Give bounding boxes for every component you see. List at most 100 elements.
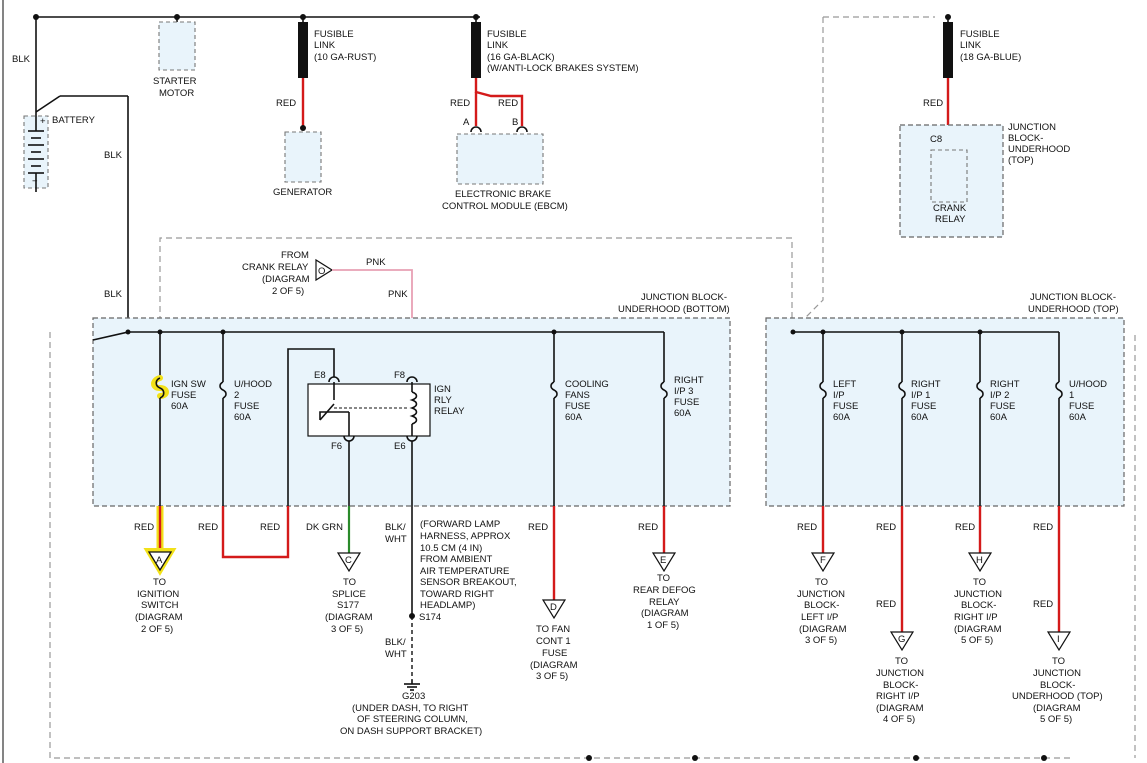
jb-bottom-label-1: JUNCTION BLOCK- bbox=[641, 292, 727, 303]
defog-2: REAR DEFOG bbox=[633, 585, 696, 596]
defog-1: TO bbox=[657, 573, 670, 584]
ign-switch-2: IGNITION bbox=[137, 589, 179, 600]
jb-right1-6: 4 OF 5) bbox=[883, 714, 915, 725]
jb-top2-3: BLOCK- bbox=[1040, 680, 1075, 691]
fuse-rip1-label-2: I/P 1 bbox=[911, 390, 930, 401]
splice-5: 3 OF 5) bbox=[331, 624, 363, 635]
jb-right1-1: TO bbox=[895, 656, 908, 667]
ground-icon bbox=[404, 680, 420, 691]
defog-5: 1 OF 5) bbox=[647, 620, 679, 631]
fuse-uhood2-label-4: 60A bbox=[234, 412, 252, 423]
fuse-ign-sw-label-3: 60A bbox=[171, 401, 189, 412]
fusible-link-2 bbox=[471, 22, 481, 78]
wire-g2-label: RED bbox=[876, 599, 896, 610]
fl1-wire-label: RED bbox=[276, 98, 296, 109]
jb-right1-2: JUNCTION bbox=[876, 668, 924, 679]
fuse-rip2-label-3: FUSE bbox=[990, 401, 1015, 412]
crank-relay bbox=[930, 149, 968, 203]
fuse-uhood1-label-1: U/HOOD bbox=[1069, 379, 1107, 390]
wire-f-label: RED bbox=[797, 522, 817, 533]
from-crank-2: CRANK RELAY bbox=[242, 262, 309, 273]
harness-4: FROM AMBIENT bbox=[420, 554, 493, 565]
ign-switch-1: TO bbox=[153, 577, 166, 588]
wire-h-label: RED bbox=[955, 522, 975, 533]
ign-switch-3: SWITCH bbox=[141, 600, 179, 611]
pnk-label-1: PNK bbox=[366, 257, 386, 268]
jb-right2-1: TO bbox=[973, 577, 986, 588]
wire-e-label: RED bbox=[638, 522, 658, 533]
ebcm-label-1: ELECTRONIC BRAKE bbox=[455, 189, 551, 200]
harness-6: SENSOR BREAKOUT, bbox=[420, 577, 517, 588]
blkwht2-a: BLK/ bbox=[385, 637, 406, 648]
fuse-cooling-label-2: FANS bbox=[565, 390, 590, 401]
jb-right2-5: (DIAGRAM bbox=[954, 624, 1002, 635]
harness-3: 10.5 CM (4 IN) bbox=[420, 543, 482, 554]
starter-motor bbox=[158, 21, 196, 71]
fuse-rip3-label-2: I/P 3 bbox=[674, 386, 693, 397]
fl2-label-3: (16 GA-BLACK) bbox=[487, 52, 555, 63]
jb-left-3: BLOCK- bbox=[804, 600, 839, 611]
connector-a-label: A bbox=[156, 555, 163, 566]
fan-5: 3 OF 5) bbox=[536, 671, 568, 682]
blk-wire-label-2: BLK bbox=[104, 289, 123, 300]
fuse-ign-sw-label-2: FUSE bbox=[171, 390, 196, 401]
jb-right1-5: (DIAGRAM bbox=[876, 703, 924, 714]
connector-h bbox=[967, 552, 993, 573]
fl2-label-4: (W/ANTI-LOCK BRAKES SYSTEM) bbox=[487, 63, 639, 74]
relay-e6: E6 bbox=[394, 441, 406, 452]
from-crank-4: 2 OF 5) bbox=[272, 286, 304, 297]
jb-right2-6: 5 OF 5) bbox=[961, 635, 993, 646]
blkwht1-b: WHT bbox=[385, 534, 407, 545]
jb-bottom-label-2: UNDERHOOD (BOTTOM) bbox=[618, 304, 730, 315]
fuse-lip-label-3: FUSE bbox=[833, 401, 858, 412]
wire-a-label: RED bbox=[134, 522, 154, 533]
fl3-label-3: (18 GA-BLUE) bbox=[960, 52, 1021, 63]
jb-left-6: 3 OF 5) bbox=[805, 635, 837, 646]
defog-4: (DIAGRAM bbox=[641, 608, 689, 619]
fl2-wire-b-label: RED bbox=[498, 98, 518, 109]
battery-wire-label: BLK bbox=[12, 54, 31, 65]
fan-3: FUSE bbox=[542, 648, 567, 659]
g203-3: OF STEERING COLUMN, bbox=[357, 714, 468, 725]
fuse-rip2-label-1: RIGHT bbox=[990, 379, 1020, 390]
battery-plus: + bbox=[40, 116, 46, 127]
jb-left-1: TO bbox=[815, 577, 828, 588]
harness-7: TOWARD RIGHT bbox=[420, 589, 494, 600]
jb-left-5: (DIAGRAM bbox=[799, 624, 847, 635]
fl2-label-2: LINK bbox=[487, 40, 509, 51]
jb-left-2: JUNCTION bbox=[797, 589, 845, 600]
connector-g-label: G bbox=[898, 634, 905, 645]
jb-top-small-label-4: (TOP) bbox=[1008, 155, 1034, 166]
blkwht1-a: BLK/ bbox=[385, 522, 406, 533]
fuse-rip3-label-4: 60A bbox=[674, 408, 692, 419]
fuse-cooling-label-4: 60A bbox=[565, 412, 583, 423]
s174-label: S174 bbox=[419, 612, 441, 623]
blkwht2-b: WHT bbox=[385, 649, 407, 660]
connector-e bbox=[651, 552, 677, 573]
connector-h-label: H bbox=[976, 555, 983, 566]
crank-relay-label-1: CRANK bbox=[933, 203, 967, 214]
connector-d-label: D bbox=[550, 602, 557, 613]
wire-i2-label: RED bbox=[1033, 599, 1053, 610]
relay-e8: E8 bbox=[314, 370, 326, 381]
fusible-link-3 bbox=[943, 22, 953, 78]
fuse-rip1-label-4: 60A bbox=[911, 412, 929, 423]
fuse-cooling-label-3: FUSE bbox=[565, 401, 590, 412]
splice-3: S177 bbox=[337, 600, 359, 611]
fuse-uhood2-label-3: FUSE bbox=[234, 401, 259, 412]
wire-d-label: RED bbox=[528, 522, 548, 533]
connector-e-label: E bbox=[660, 555, 666, 566]
connector-i bbox=[1046, 631, 1072, 652]
fl1-label-2: LINK bbox=[314, 40, 336, 51]
c8-label: C8 bbox=[930, 134, 942, 145]
jb-top-small-label-3: UNDERHOOD bbox=[1008, 144, 1070, 155]
junction-block-underhood-top bbox=[765, 317, 1125, 507]
fuse-lip-label-1: LEFT bbox=[833, 379, 856, 390]
connector-o bbox=[315, 258, 334, 282]
fuse-rip1-label-1: RIGHT bbox=[911, 379, 941, 390]
wire-b2-label: RED bbox=[260, 522, 280, 533]
harness-1: (FORWARD LAMP bbox=[420, 519, 500, 530]
jb-right1-4: RIGHT I/P bbox=[876, 691, 920, 702]
jb-right2-4: RIGHT I/P bbox=[954, 612, 998, 623]
defog-3: RELAY bbox=[649, 597, 680, 608]
